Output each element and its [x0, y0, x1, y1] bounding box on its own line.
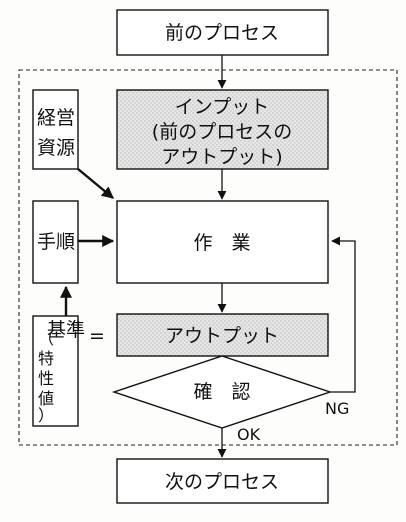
arrow-resources-to-work [77, 168, 114, 199]
management-resources-line1: 経営 [37, 107, 75, 129]
ng-label: NG [325, 399, 349, 418]
output-box [116, 313, 329, 357]
procedure-label: 手順 [37, 231, 75, 253]
equals-sign: = [89, 325, 105, 347]
standard-sub-0: （ [38, 329, 54, 348]
process-boundary [18, 69, 398, 446]
input-label-line3: アウトプット) [161, 146, 282, 168]
input-label-line1: インプット [175, 96, 269, 118]
standard-sub-1: 特 [38, 349, 54, 368]
input-box [116, 89, 329, 170]
work-label: 作 業 [193, 232, 250, 254]
procedure-box [32, 200, 79, 284]
ng-feedback-path [330, 236, 356, 393]
standard-sub-2: 性 [38, 369, 54, 388]
standard-sub-4: ） [38, 406, 54, 425]
standard-box [32, 315, 79, 427]
next-process-box [116, 458, 329, 504]
work-box [116, 200, 329, 284]
standard-main-label: 基準 [47, 319, 85, 341]
confirm-label: 確 認 [193, 381, 250, 403]
prev-process-label: 前のプロセス [165, 22, 279, 44]
management-resources-line2: 資源 [37, 137, 75, 159]
management-resources-box [32, 89, 79, 170]
next-process-label: 次のプロセス [165, 471, 279, 493]
ok-label: OK [237, 425, 261, 444]
input-label-line2: (前のプロセスの [152, 121, 292, 143]
output-label: アウトプット [165, 325, 279, 347]
standard-sub-3: 値 [38, 389, 54, 408]
